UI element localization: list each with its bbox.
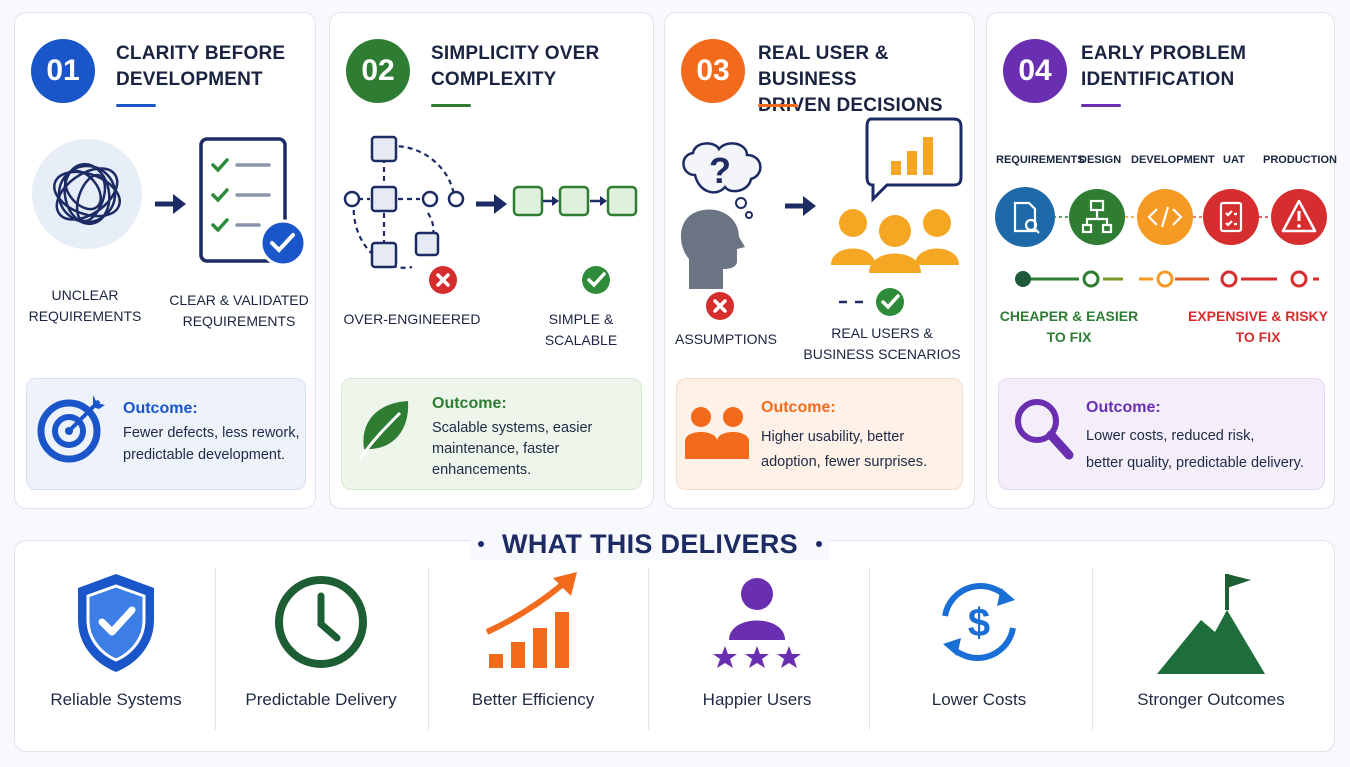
validated-checklist-icon: [199, 137, 307, 267]
user-stars-icon: [713, 578, 801, 668]
arrow-right-icon: [155, 194, 186, 214]
phase-label-design: DESIGN: [1079, 154, 1122, 166]
card-real-user-business-decisions: 03 REAL USER & BUSINESS DRIVEN DECISIONS…: [664, 12, 975, 509]
divider: [215, 568, 216, 730]
benefit-label: Better Efficiency: [471, 690, 595, 709]
phase-label-development: DEVELOPMENT: [1131, 154, 1215, 166]
divider: [1092, 568, 1093, 730]
clear-requirements-label: CLEAR & VALIDATED REQUIREMENTS: [169, 292, 309, 329]
check-icon: [582, 266, 610, 294]
benefit-stronger-outcomes: Stronger Outcomes: [1098, 560, 1324, 740]
arrow-right-icon: [476, 194, 507, 214]
delivers-title: WHAT THIS DELIVERS: [502, 528, 798, 559]
step-number-badge: 03: [681, 39, 745, 103]
svg-text:?: ?: [709, 150, 731, 191]
heading-dot: [478, 541, 485, 547]
simple-scalable-label: SIMPLE & SCALABLE: [544, 311, 618, 348]
step-number-badge: 04: [1003, 39, 1067, 103]
clock-icon: [275, 576, 367, 668]
title-underline: [116, 104, 156, 107]
cost-timeline: [995, 187, 1327, 288]
outcome-text: Higher usability, better adoption, fewer…: [761, 429, 928, 470]
divider: [428, 568, 429, 730]
outcome-panel: Outcome: Higher usability, better adopti…: [676, 378, 963, 490]
unclear-requirements-label: UNCLEAR REQUIREMENTS: [28, 287, 142, 324]
benefit-happier-users: Happier Users: [656, 560, 858, 740]
svg-text:$: $: [968, 601, 990, 645]
growth-chart-icon: [485, 572, 577, 668]
real-users-label: REAL USERS & BUSINESS SCENARIOS: [803, 325, 961, 362]
benefit-label: Happier Users: [702, 690, 812, 709]
over-engineered-label: OVER-ENGINEERED: [343, 311, 481, 327]
cross-icon: [706, 292, 734, 320]
users-icon: [685, 407, 749, 459]
cross-icon: [429, 266, 457, 294]
outcome-panel: Outcome: Fewer defects, less rework, pre…: [26, 378, 306, 490]
benefit-label: Reliable Systems: [50, 690, 182, 709]
simple-flow-icon: [512, 185, 638, 217]
check-icon: [839, 288, 904, 316]
benefit-predictable-delivery: Predictable Delivery: [220, 560, 422, 740]
step-number-badge: 01: [31, 39, 95, 103]
card-title: SIMPLICITY OVER COMPLEXITY: [431, 43, 600, 90]
card-clarity-before-development: 01 CLARITY BEFORE DEVELOPMENT UNCLEAR RE…: [14, 12, 316, 509]
benefit-better-efficiency: Better Efficiency: [434, 560, 632, 740]
heading-dot: [815, 541, 822, 547]
outcome-panel: Outcome: Lower costs, reduced risk, bett…: [998, 378, 1325, 490]
complex-flow-icon: [343, 135, 465, 269]
magnifier-icon: [1015, 399, 1074, 460]
target-icon: [37, 395, 105, 463]
card-title: REAL USER & BUSINESS DRIVEN DECISIONS: [758, 43, 943, 116]
outcome-text: Fewer defects, less rework, predictable …: [123, 425, 300, 463]
benefit-reliable-systems: Reliable Systems: [18, 560, 214, 740]
divider: [648, 568, 649, 730]
dollar-cycle-icon: $: [942, 583, 1016, 661]
cheaper-to-fix-label: CHEAPER & EASIER TO FIX: [999, 308, 1139, 345]
benefit-label: Lower Costs: [931, 690, 1027, 709]
card-early-problem-identification: 04 EARLY PROBLEM IDENTIFICATION REQUIREM…: [986, 12, 1337, 509]
phase-label-requirements: REQUIREMENTS: [996, 154, 1085, 166]
users-insight-icon: [831, 117, 963, 273]
benefit-label: Predictable Delivery: [245, 690, 397, 709]
title-underline: [758, 104, 798, 107]
benefit-label: Stronger Outcomes: [1137, 690, 1285, 709]
outcome-title: Outcome:: [761, 399, 836, 416]
title-underline: [431, 104, 471, 107]
phase-label-uat: UAT: [1223, 154, 1245, 166]
shield-check-icon: [78, 574, 154, 672]
card-title: EARLY PROBLEM IDENTIFICATION: [1081, 43, 1247, 90]
delivers-heading: WHAT THIS DELIVERS: [470, 528, 830, 560]
expensive-to-fix-label: EXPENSIVE & RISKY TO FIX: [1187, 308, 1329, 345]
arrow-right-icon: [785, 196, 816, 216]
tangled-lines-icon: [32, 139, 142, 249]
card-simplicity-over-complexity: 02 SIMPLICITY OVER COMPLEXITY: [329, 12, 654, 509]
outcome-title: Outcome:: [123, 400, 198, 417]
divider: [869, 568, 870, 730]
step-number-badge: 02: [346, 39, 410, 103]
assumptions-label: ASSUMPTIONS: [675, 331, 777, 347]
outcome-text: Lower costs, reduced risk, better qualit…: [1086, 428, 1304, 471]
mountain-flag-icon: [1157, 574, 1265, 674]
thinking-head-icon: ?: [680, 142, 762, 289]
outcome-text: Scalable systems, easier maintenance, fa…: [432, 420, 593, 478]
outcome-title: Outcome:: [432, 395, 507, 412]
outcome-panel: Outcome: Scalable systems, easier mainte…: [341, 378, 642, 490]
card-title: CLARITY BEFORE DEVELOPMENT: [116, 43, 286, 90]
benefit-lower-costs: $ Lower Costs: [876, 560, 1082, 740]
title-underline: [1081, 104, 1121, 107]
outcome-title: Outcome:: [1086, 399, 1161, 416]
leaf-icon: [358, 401, 409, 460]
phase-label-production: PRODUCTION: [1263, 154, 1337, 166]
